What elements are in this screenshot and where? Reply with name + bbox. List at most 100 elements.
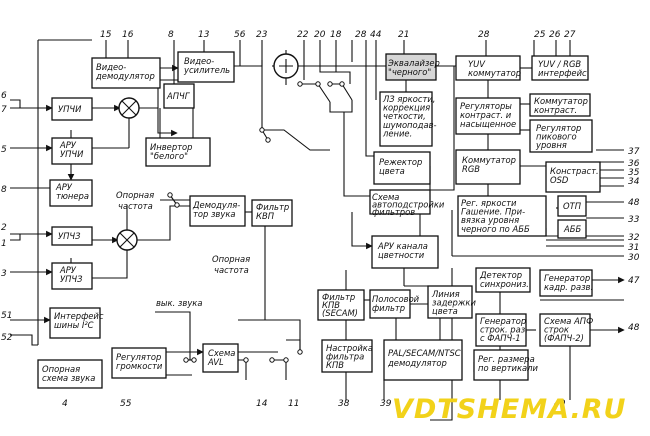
opornaya-chastota-1-line2: частота: [118, 201, 153, 211]
pin-33: 33: [628, 215, 640, 225]
aru-kanala-tsvetnosti-label-line2: цветности: [378, 250, 425, 260]
aru-upchi-label-line1: АРУ: [59, 140, 77, 150]
pin-8-top: 8: [168, 30, 174, 40]
filtr-kpv-secam-label-line2: КПВ: [322, 300, 340, 310]
shema-apf-strok-label-line2: строк: [544, 325, 569, 335]
upchi-block: [51, 97, 93, 121]
pin-20: 20: [314, 30, 326, 40]
pin-52: 52: [1, 333, 13, 343]
lz-yarkosti-label-line3: четкости,: [383, 111, 426, 121]
interfeys-block: [49, 307, 101, 339]
shema-avl-label-line1: Схема: [208, 348, 235, 358]
yuv-rgb-interfeys-block: [531, 55, 589, 81]
opornaya-shema-zvuka-block: [37, 359, 103, 389]
aru-upchi-block: [51, 137, 93, 165]
nastroyka-filtra-kpv-label-line2: фильтра: [326, 352, 364, 362]
abb-block: [557, 219, 587, 239]
demodulyator-zvuka-label-line1: Демодуля-: [192, 200, 240, 210]
regulyator-pikovogo-block: [529, 119, 593, 153]
pin-8: 8: [1, 185, 7, 195]
upchz-block: [51, 226, 93, 246]
pin-25: 25: [534, 30, 546, 40]
regulyator-pikovogo-label-line3: уровня: [535, 140, 567, 150]
rezhektor-tsveta-label-line1: Режектор: [379, 157, 422, 167]
ekvalayzer-label-line2: "черного": [388, 67, 431, 77]
pin-55: 55: [120, 399, 132, 409]
pin-22: 22: [297, 30, 309, 40]
pin-35: 35: [628, 168, 640, 178]
regulyator-gromkosti-label-line1: Регулятор: [116, 352, 161, 362]
yuv-kommutator-label-line1: YUV: [468, 59, 486, 69]
liniya-zaderzhki-label-line2: задержки: [432, 298, 476, 308]
liniya-zaderzhki-label-line1: Линия: [431, 289, 460, 299]
generator-kadr-label-line2: кадр. разв.: [544, 282, 593, 292]
regulyatory-kontrast-label-line2: контраст. и: [460, 110, 512, 120]
pin-36: 36: [628, 159, 640, 169]
regulyator-pikovogo-label-line1: Регулятор: [536, 123, 581, 133]
pin-numbers: 6 7 5 8 2 1 3 51 52 4 55 14 11 38 39 15 …: [1, 30, 640, 409]
pin-1: 1: [1, 239, 7, 249]
reg-yarkosti-label-line1: Рег. яркости: [461, 198, 517, 208]
demodulyator-zvuka-block: [189, 195, 246, 227]
pin-28-top: 28: [355, 30, 367, 40]
aru-tyunera-block: [49, 179, 93, 207]
opornaya-chastota-1-line1: Опорная: [116, 190, 154, 200]
kommutator-kontrast-block: [529, 93, 591, 117]
reg-razmera-label-line2: по вертикали: [478, 363, 539, 373]
shema-avtopodstroyki-label-line3: фильтров: [372, 207, 415, 217]
interfeys-label-line2: шины I²C: [54, 320, 94, 330]
ekvalayzer-label-line1: Эквалайзер: [387, 58, 440, 68]
pin-5: 5: [1, 145, 7, 155]
filtr-kpv-secam-label-line3: (SECAM): [322, 308, 358, 318]
shema-avl-block: [202, 343, 239, 373]
pin-13: 13: [198, 30, 210, 40]
pin-7: 7: [1, 105, 7, 115]
pin-47: 47: [628, 276, 640, 286]
video-usilitel-block: [177, 51, 235, 83]
pin-4: 4: [62, 399, 68, 409]
opornaya-chastota-2-line1: Опорная: [212, 254, 250, 264]
filtr-kvp-label-line2: КВП: [256, 211, 275, 221]
nastroyka-filtra-kpv-label-line1: Настройка: [326, 343, 373, 353]
reg-yarkosti-label-line2: Гашение. При-: [461, 207, 525, 217]
aru-upchz-block: [51, 262, 93, 290]
pin-30: 30: [628, 253, 640, 263]
pin-15: 15: [100, 30, 112, 40]
shema-apf-strok-label-line1: Схема АПФ: [544, 316, 593, 326]
regulyator-pikovogo-label-line2: пикового: [536, 132, 577, 142]
shema-apf-strok-block: [539, 313, 591, 347]
abb-label-line1: АББ: [563, 224, 581, 234]
wires: [10, 39, 625, 421]
regulyator-gromkosti-block: [111, 347, 167, 379]
upchz-label-line1: УПЧЗ: [58, 231, 81, 241]
generator-strok-label-line3: с ФАПЧ-1: [480, 333, 521, 343]
kommutator-kontrast-label-line2: контраст.: [534, 105, 577, 115]
pin-44: 44: [370, 30, 382, 40]
aru-tyunera-label-line2: тюнера: [56, 191, 89, 201]
liniya-zaderzhki-label-line3: цвета: [432, 306, 458, 316]
pal-secam-ntsc-label-line2: демодулятор: [387, 358, 447, 368]
pin-23: 23: [256, 30, 268, 40]
regulyatory-kontrast-label-line3: насыщенное: [460, 119, 516, 129]
pin-14: 14: [256, 399, 268, 409]
filtr-kpv-secam-label-line1: Фильтр: [322, 292, 355, 302]
video-usilitel-label-line2: усилитель: [183, 65, 230, 75]
pin-51: 51: [1, 311, 12, 321]
shema-avtopodstroyki-label-line1: Схема: [372, 192, 399, 202]
pin-31: 31: [628, 243, 639, 253]
pin-2: 2: [1, 223, 7, 233]
kommutator-rgb-label-line2: RGB: [462, 164, 480, 174]
generator-kadr-block: [539, 269, 593, 297]
pin-3: 3: [1, 269, 7, 279]
pin-38: 38: [338, 399, 350, 409]
pin-39: 39: [380, 399, 392, 409]
pin-32: 32: [628, 233, 640, 243]
shema-avl-label-line2: AVL: [207, 357, 224, 367]
nastroyka-filtra-kpv-label-line3: КПВ: [326, 360, 344, 370]
switch-contacts: [167, 81, 345, 363]
aru-upchz-label-line1: АРУ: [59, 265, 77, 275]
invertor-belogo-label-line1: Инвертор: [150, 142, 192, 152]
pin-26: 26: [549, 30, 561, 40]
apchg-block: [163, 83, 195, 109]
